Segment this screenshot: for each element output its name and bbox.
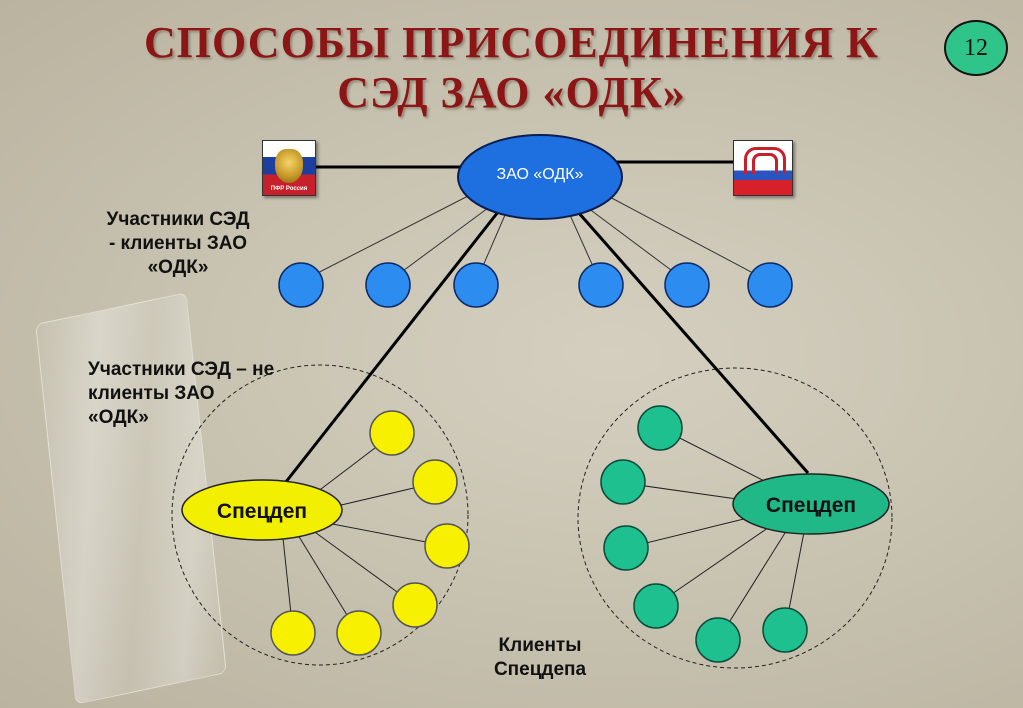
participants-nonclients-line-3: «ОДК» — [88, 407, 149, 428]
title-line-1: СПОСОБЫ ПРИСОЕДИНЕНИЯ К — [144, 18, 879, 67]
client-node — [365, 262, 411, 308]
right-specdep-client-nodes — [600, 405, 808, 663]
participants-clients-line-3: «ОДК» — [147, 257, 209, 278]
participants-clients-line-2: - клиенты ЗАО — [108, 233, 248, 254]
green-client-node — [762, 607, 808, 653]
pension-fund-mark-inner — [752, 153, 778, 174]
yellow-client-node — [412, 459, 458, 505]
specdep-clients-label: Клиенты Спецдепа — [470, 634, 610, 682]
eagle-emblem — [275, 149, 303, 183]
green-client-node — [637, 405, 683, 451]
client-node — [747, 262, 793, 308]
green-client-node — [600, 459, 646, 505]
yellow-client-node — [336, 610, 382, 656]
client-node — [578, 262, 624, 308]
client-node — [453, 262, 499, 308]
client-node — [278, 262, 324, 308]
left-specdep-client-nodes — [270, 410, 470, 656]
participants-clients-label: Участники СЭД - клиенты ЗАО «ОДК» — [78, 208, 278, 280]
pension-fund-logo-icon — [733, 140, 793, 196]
participants-nonclients-label: Участники СЭД – не клиенты ЗАО «ОДК» — [88, 358, 318, 430]
right-group-boundary — [577, 367, 893, 669]
pension-fund-mark-outer — [744, 147, 786, 174]
client-node — [664, 262, 710, 308]
participants-nonclients-line-2: клиенты ЗАО — [88, 383, 215, 404]
line-right-spoke-4 — [655, 522, 776, 606]
line-hub-client-1 — [299, 194, 471, 283]
line-right-spoke-3 — [625, 514, 761, 549]
green-client-node — [695, 617, 741, 663]
specdep-right-node — [732, 473, 890, 535]
line-hub-specdep-right — [576, 211, 810, 474]
line-hub-specdep-left — [276, 211, 500, 493]
specdep-clients-line-2: Спецдепа — [493, 659, 587, 680]
page-number: 12 — [964, 34, 988, 61]
participants-clients-line-1: Участники СЭД — [106, 209, 250, 230]
specdep-left-node — [181, 479, 343, 541]
specdep-left-label: Спецдеп — [217, 500, 307, 523]
logo-left-caption: ПФР Россия — [270, 186, 308, 192]
client-nodes — [278, 262, 793, 308]
specdep-clients-line-1: Клиенты — [498, 635, 582, 656]
yellow-client-node — [369, 410, 415, 456]
yellow-client-node — [270, 610, 316, 656]
green-client-node — [633, 583, 679, 629]
page-title: СПОСОБЫ ПРИСОЕДИНЕНИЯ К СЭД ЗАО «ОДК» — [0, 18, 1023, 118]
hub-label: ЗАО «ОДК» — [497, 166, 584, 183]
russian-coat-of-arms-icon: ПФР Россия — [262, 140, 316, 196]
specdep-right-label: Спецдеп — [766, 494, 856, 517]
line-hub-client-6 — [605, 194, 771, 283]
hub-node — [457, 134, 623, 220]
yellow-client-node — [392, 582, 438, 628]
green-client-node — [603, 525, 649, 571]
yellow-client-node — [424, 523, 470, 569]
page-number-badge: 12 — [944, 20, 1008, 76]
title-line-2: СЭД ЗАО «ОДК» — [337, 68, 686, 117]
participants-nonclients-line-1: Участники СЭД – не — [88, 359, 275, 380]
left-group-boundary — [171, 364, 469, 666]
